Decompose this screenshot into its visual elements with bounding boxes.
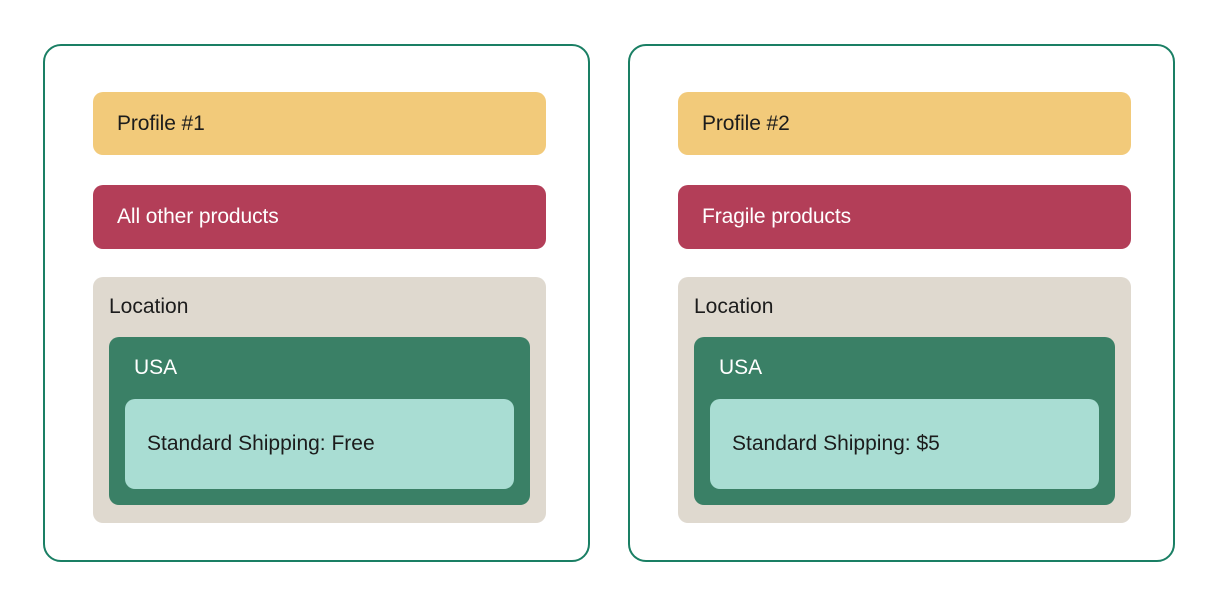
- product-group-banner: All other products: [93, 185, 546, 249]
- profile-card-2: Profile #2 Fragile products Location USA…: [628, 44, 1175, 562]
- profile-title-banner: Profile #1: [93, 92, 546, 155]
- location-label: Location: [109, 295, 189, 318]
- shipping-rate-box: Standard Shipping: $5: [710, 399, 1099, 489]
- country-label: USA: [719, 356, 763, 379]
- country-label: USA: [134, 356, 178, 379]
- location-label: Location: [694, 295, 774, 318]
- location-section: Location USA Standard Shipping: $5: [678, 277, 1131, 523]
- profile-title-banner: Profile #2: [678, 92, 1131, 155]
- location-section: Location USA Standard Shipping: Free: [93, 277, 546, 523]
- shipping-rate-box: Standard Shipping: Free: [125, 399, 514, 489]
- product-group-banner: Fragile products: [678, 185, 1131, 249]
- country-box: USA Standard Shipping: Free: [109, 337, 530, 505]
- country-box: USA Standard Shipping: $5: [694, 337, 1115, 505]
- profile-card-1: Profile #1 All other products Location U…: [43, 44, 590, 562]
